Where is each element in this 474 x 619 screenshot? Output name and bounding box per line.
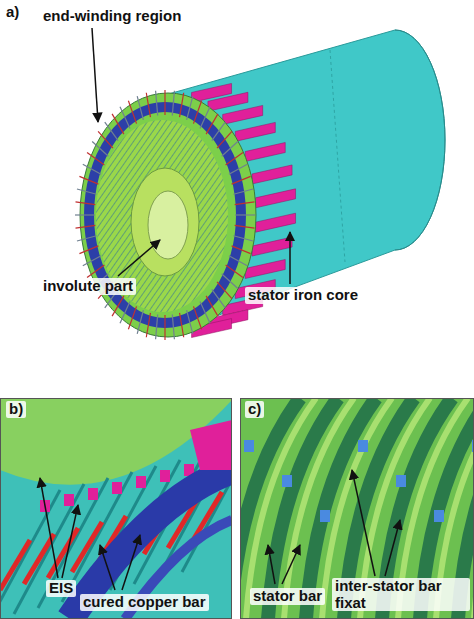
panel-letter: a) — [6, 4, 19, 21]
part-name: inter-stator bar fixat — [332, 578, 470, 611]
part-name: stator iron core — [245, 287, 361, 304]
part-name: EIS — [46, 580, 76, 597]
leader-line — [40, 478, 58, 578]
leader-line — [62, 505, 78, 578]
leader-line — [122, 535, 140, 590]
leader-line — [289, 232, 291, 284]
part-name: end-winding region — [40, 8, 184, 25]
leader-line — [268, 545, 275, 584]
part-name: involute part — [40, 278, 136, 295]
leader-line — [118, 240, 160, 276]
end-winding-detail — [0, 398, 232, 619]
part-name: cured copper bar — [80, 594, 209, 611]
panel-letter: b) — [6, 401, 26, 418]
panel-letter: c) — [245, 401, 264, 418]
leader-line — [100, 545, 115, 590]
leader-line — [352, 470, 375, 576]
stator-bar-detail — [240, 398, 474, 619]
leader-line — [92, 28, 98, 122]
leader-line — [282, 545, 300, 584]
part-name: stator bar — [250, 588, 325, 605]
leader-line — [385, 520, 400, 576]
